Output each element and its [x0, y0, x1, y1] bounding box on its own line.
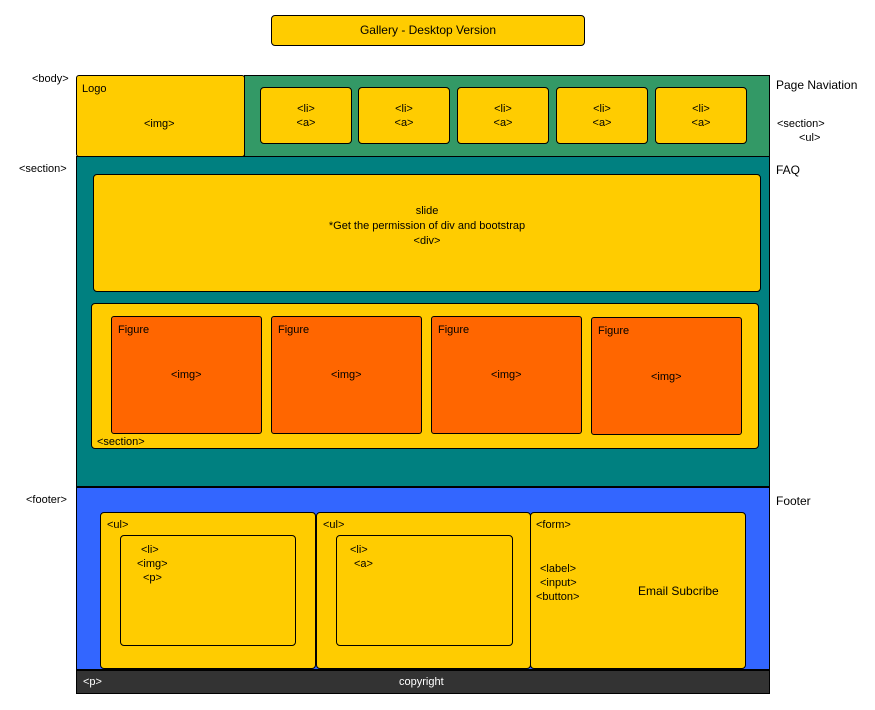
- figure-card: Figure <img>: [271, 316, 422, 434]
- nav-ul-tag-label: <ul>: [799, 132, 821, 144]
- nav-li-tag: <li>: [593, 103, 611, 115]
- logo-label: Logo: [82, 83, 107, 95]
- figure-card: Figure <img>: [591, 317, 742, 435]
- input-tag: <input>: [540, 577, 577, 589]
- nav-li-tag: <li>: [297, 103, 315, 115]
- footer-tag-label: <footer>: [26, 494, 67, 506]
- logo-box: Logo <img>: [76, 75, 245, 157]
- figure-img-tag: <img>: [651, 371, 682, 383]
- email-subscribe-caption: Email Subcribe: [638, 584, 719, 598]
- nav-li-tag: <li>: [494, 103, 512, 115]
- figure-label: Figure: [438, 324, 470, 336]
- page-navigation-label: Page Naviation: [776, 78, 858, 92]
- li-tag: <li>: [141, 544, 159, 556]
- title-box: Gallery - Desktop Version: [271, 15, 585, 46]
- a-tag: <a>: [354, 558, 373, 570]
- figure-label: Figure: [118, 324, 150, 336]
- slide-box: slide *Get the permission of div and boo…: [93, 174, 761, 292]
- nav-section-tag-label: <section>: [777, 118, 825, 130]
- nav-item: <li> <a>: [655, 87, 747, 144]
- figure-label: Figure: [278, 324, 310, 336]
- nav-item: <li> <a>: [260, 87, 352, 144]
- nav-a-tag: <a>: [493, 117, 513, 129]
- figure-img-tag: <img>: [491, 369, 522, 381]
- nav-item: <li> <a>: [358, 87, 450, 144]
- form-tag: <form>: [536, 519, 571, 531]
- footer-li-2: <li> <a>: [336, 535, 513, 646]
- figure-img-tag: <img>: [331, 369, 362, 381]
- body-tag-label: <body>: [32, 73, 69, 85]
- figure-img-tag: <img>: [171, 369, 202, 381]
- nav-a-tag: <a>: [394, 117, 414, 129]
- footer-form: <form> <label> <input> <button> Email Su…: [530, 512, 746, 669]
- label-tag: <label>: [540, 563, 577, 575]
- slide-div-tag: <div>: [413, 235, 441, 247]
- copyright-text: copyright: [399, 676, 444, 688]
- footer-li-1: <li> <img> <p>: [120, 535, 296, 646]
- img-tag: <img>: [137, 558, 168, 570]
- figure-label: Figure: [598, 325, 630, 337]
- nav-a-tag: <a>: [691, 117, 711, 129]
- nav-item: <li> <a>: [556, 87, 648, 144]
- ul-tag: <ul>: [107, 519, 129, 531]
- faq-label: FAQ: [776, 163, 801, 177]
- nav-li-tag: <li>: [692, 103, 710, 115]
- ul-tag: <ul>: [323, 519, 345, 531]
- figure-card: Figure <img>: [111, 316, 262, 434]
- section-tag-label: <section>: [19, 163, 67, 175]
- figure-card: Figure <img>: [431, 316, 582, 434]
- diagram-title: Gallery - Desktop Version: [359, 23, 497, 37]
- footer-label: Footer: [776, 494, 811, 508]
- slide-note: *Get the permission of div and bootstrap: [328, 220, 526, 232]
- nav-li-tag: <li>: [395, 103, 413, 115]
- nav-a-tag: <a>: [296, 117, 316, 129]
- logo-img-tag: <img>: [144, 118, 175, 130]
- button-tag: <button>: [536, 591, 580, 603]
- slide-title: slide: [415, 205, 439, 217]
- gallery-section-tag: <section>: [97, 436, 145, 448]
- p-tag: <p>: [143, 572, 162, 584]
- li-tag: <li>: [350, 544, 368, 556]
- copyright-bar: <p> copyright: [76, 670, 770, 694]
- copyright-p-tag: <p>: [83, 676, 102, 688]
- nav-item: <li> <a>: [457, 87, 549, 144]
- nav-a-tag: <a>: [592, 117, 612, 129]
